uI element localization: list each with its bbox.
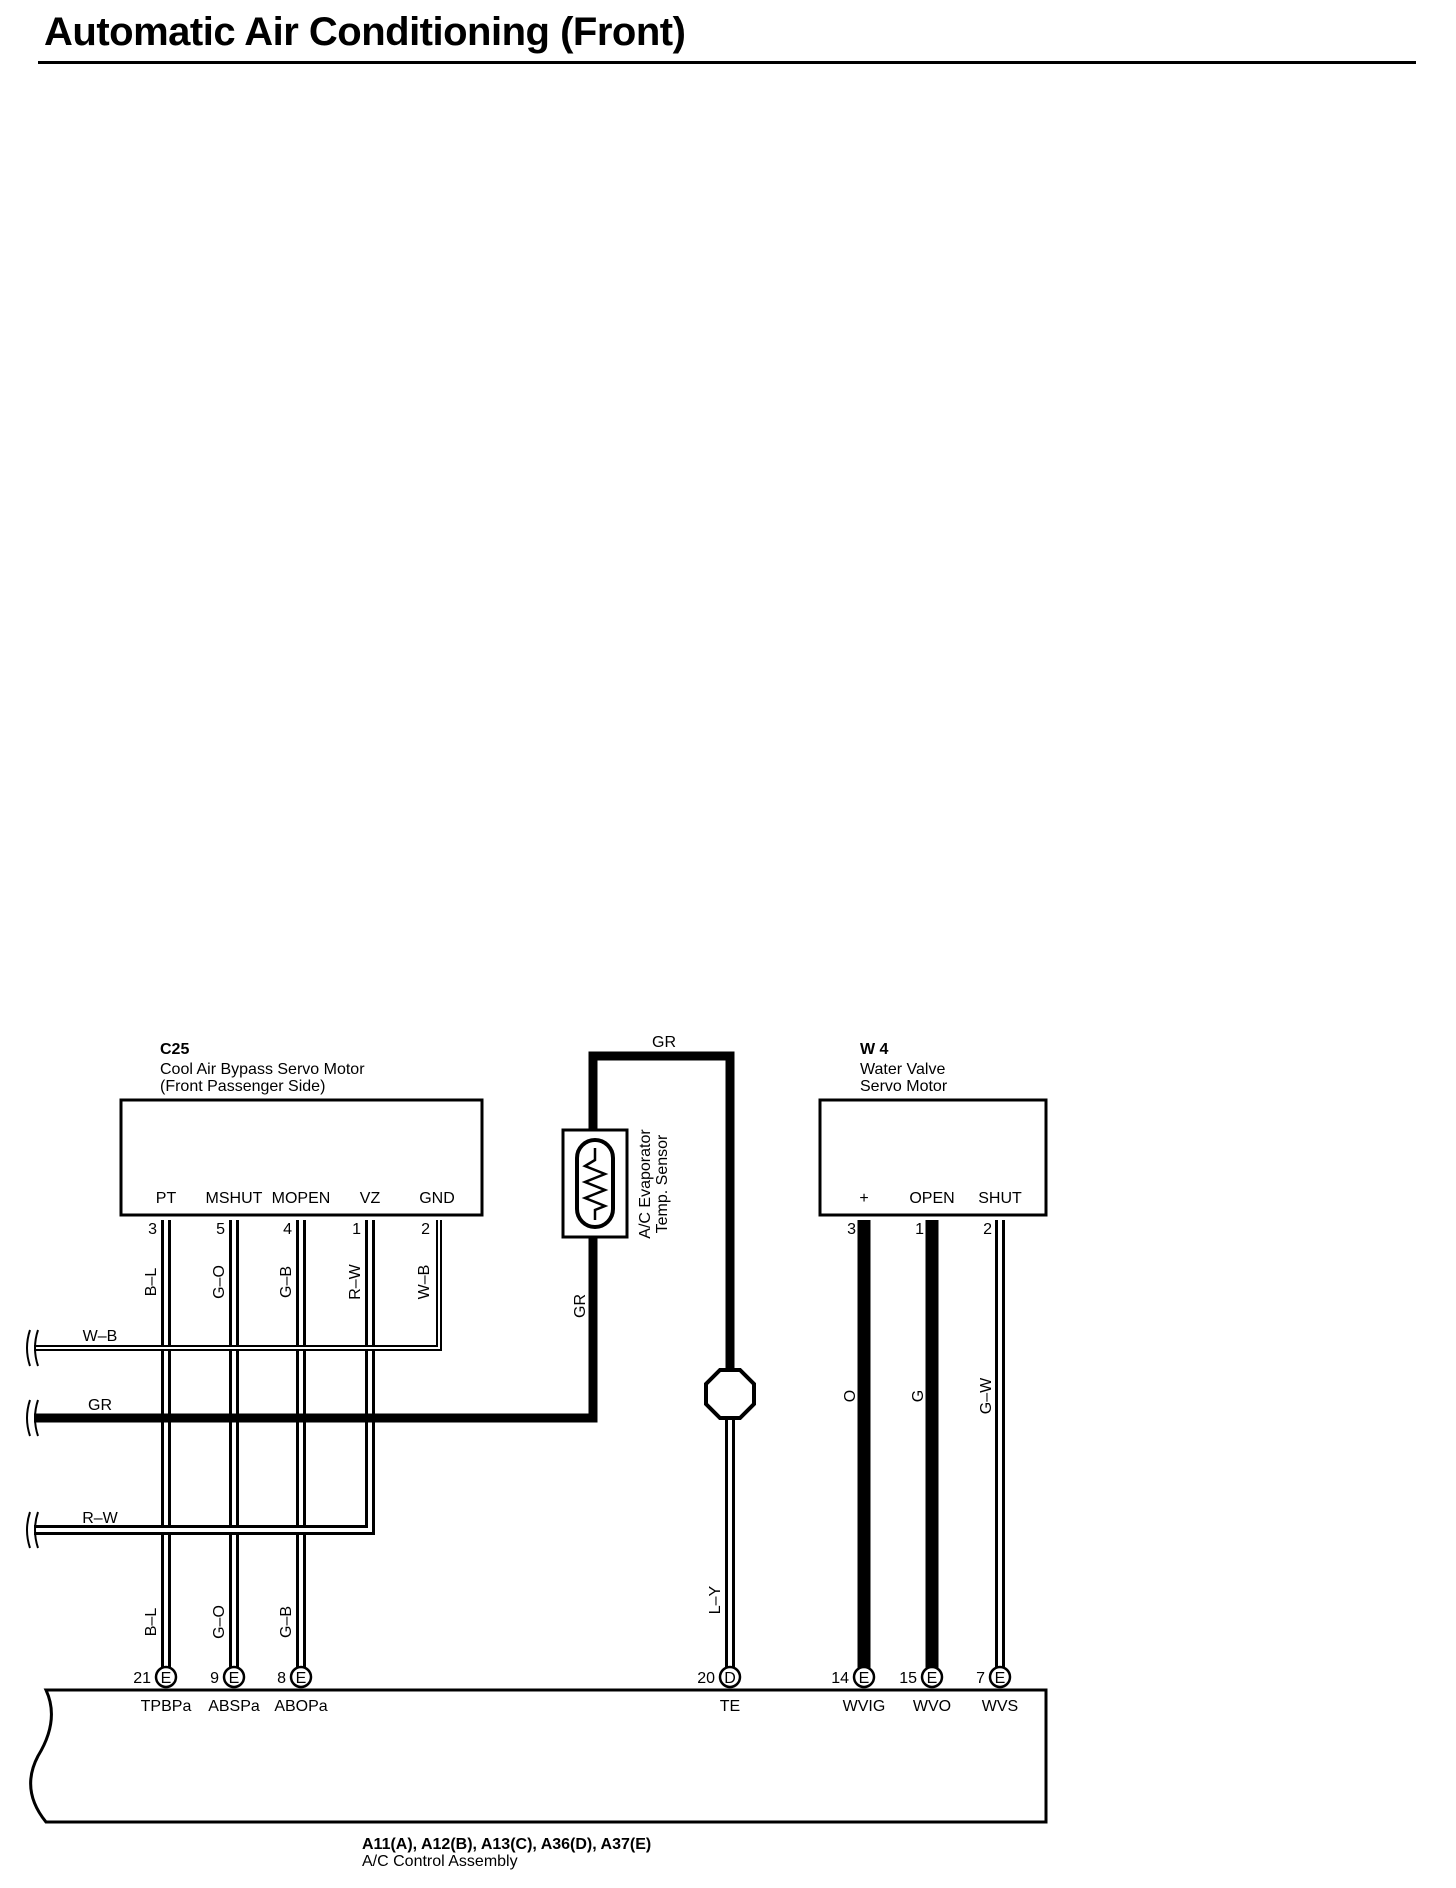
- terminal-number: 20: [697, 1670, 715, 1687]
- c25-pin-number: 2: [421, 1221, 430, 1238]
- w4-pin-label: +: [859, 1190, 868, 1207]
- evaporator-temp-sensor: A/C Evaporator Temp. Sensor GR GR L–Y: [561, 1034, 724, 1614]
- title-rule: [38, 61, 1416, 64]
- c25-name-line1: Cool Air Bypass Servo Motor: [160, 1061, 365, 1078]
- ecu-terminal: E 21 TPBPa: [133, 1665, 192, 1715]
- ecu-terminal: E 15 WVO: [899, 1665, 951, 1715]
- wire-vz-r-w: [34, 1220, 375, 1535]
- wire-color-label: R–W: [347, 1263, 364, 1299]
- w4-water-valve-servo: W 4 Water Valve Servo Motor + OPEN SHUT …: [818, 1041, 1048, 1414]
- wire-color-label: G–B: [278, 1606, 295, 1638]
- c25-pin-label: GND: [419, 1190, 455, 1207]
- ecu-terminal: E 8 ABOPa: [274, 1665, 328, 1715]
- terminal-connector-letter: E: [859, 1670, 870, 1687]
- w4-pin-number: 3: [847, 1221, 856, 1238]
- wire-color-label: O: [842, 1390, 859, 1402]
- terminal-connector-letter: E: [296, 1670, 307, 1687]
- terminal-number: 15: [899, 1670, 917, 1687]
- c25-pin-number: 3: [148, 1221, 157, 1238]
- terminal-label: ABSPa: [208, 1698, 260, 1715]
- terminal-number: 14: [831, 1670, 849, 1687]
- terminal-label: WVIG: [843, 1698, 886, 1715]
- terminal-label: WVS: [982, 1698, 1018, 1715]
- left-wire-label: GR: [88, 1397, 112, 1414]
- wire-color-label: G–W: [978, 1377, 995, 1414]
- wire-color-label: GR: [572, 1294, 589, 1318]
- ecu-box: [29, 1688, 1048, 1824]
- ac-control-assembly: E 21 TPBPa E 9 ABSPa E 8 ABOPa D 20 TE E…: [29, 1665, 1048, 1870]
- terminal-number: 8: [277, 1670, 286, 1687]
- terminal-number: 9: [210, 1670, 219, 1687]
- ecu-connector-list: A11(A), A12(B), A13(C), A36(D), A37(E): [362, 1836, 651, 1853]
- ecu-terminal: E 9 ABSPa: [208, 1665, 260, 1715]
- w4-name-line1: Water Valve: [860, 1061, 945, 1078]
- resistor-symbol: [581, 1148, 609, 1220]
- ecu-terminal: D 20 TE: [697, 1665, 742, 1715]
- c25-pin-label: PT: [156, 1190, 177, 1207]
- wire-color-label: B–L: [143, 1268, 160, 1297]
- w4-pin-label: SHUT: [978, 1190, 1022, 1207]
- w4-pin-number: 1: [915, 1221, 924, 1238]
- wire-color-label: B–L: [143, 1608, 160, 1637]
- wire-color-label: G–B: [278, 1266, 295, 1298]
- c25-pin-number: 1: [352, 1221, 361, 1238]
- wire-color-label: L–Y: [707, 1585, 724, 1614]
- c25-code: C25: [160, 1041, 189, 1058]
- terminal-label: WVO: [913, 1698, 951, 1715]
- c25-pin-number: 5: [216, 1221, 225, 1238]
- sensor-name-line2: Temp. Sensor: [654, 1134, 671, 1233]
- c25-pin-label: MSHUT: [206, 1190, 263, 1207]
- terminal-number: 7: [976, 1670, 985, 1687]
- w4-pin-number: 2: [983, 1221, 992, 1238]
- wire-color-label: GR: [652, 1034, 676, 1051]
- c25-box: [119, 1098, 484, 1217]
- terminal-connector-letter: E: [927, 1670, 938, 1687]
- wire-break-marks: [26, 1329, 39, 1549]
- w4-name-line2: Servo Motor: [860, 1078, 948, 1095]
- ecu-name: A/C Control Assembly: [362, 1853, 518, 1870]
- w4-code: W 4: [860, 1041, 889, 1058]
- c25-pin-label: MOPEN: [272, 1190, 331, 1207]
- terminal-label: TE: [720, 1698, 740, 1715]
- wire-gnd-w-b: [34, 1220, 442, 1351]
- wire-gr-top: [588, 1051, 735, 1372]
- c25-name-line2: (Front Passenger Side): [160, 1078, 325, 1095]
- left-wire-label: R–W: [82, 1510, 118, 1527]
- c25-servo-motor: C25 Cool Air Bypass Servo Motor (Front P…: [119, 1041, 484, 1639]
- sensor-name-line1: A/C Evaporator: [637, 1129, 654, 1239]
- wire-color-label: G: [910, 1390, 927, 1402]
- wire-color-label: G–O: [211, 1605, 228, 1639]
- terminal-connector-letter: E: [161, 1670, 172, 1687]
- w4-box: [818, 1098, 1048, 1217]
- wire-color-label: W–B: [416, 1265, 433, 1300]
- terminal-number: 21: [133, 1670, 151, 1687]
- ecu-terminal: E 14 WVIG: [831, 1665, 886, 1715]
- terminal-label: TPBPa: [141, 1698, 192, 1715]
- splice-octagon: [704, 1368, 756, 1420]
- w4-pin-label: OPEN: [909, 1190, 954, 1207]
- left-wire-label: W–B: [83, 1328, 118, 1345]
- terminal-connector-letter: D: [724, 1670, 736, 1687]
- terminal-connector-letter: E: [229, 1670, 240, 1687]
- ecu-terminal: E 7 WVS: [976, 1665, 1018, 1715]
- terminal-label: ABOPa: [274, 1698, 327, 1715]
- c25-pin-label: VZ: [360, 1190, 381, 1207]
- terminal-connector-letter: E: [995, 1670, 1006, 1687]
- wire-color-label: G–O: [211, 1265, 228, 1299]
- wire-gr-left: [34, 1237, 598, 1423]
- c25-pin-number: 4: [283, 1221, 292, 1238]
- page-title: Automatic Air Conditioning (Front): [44, 10, 686, 54]
